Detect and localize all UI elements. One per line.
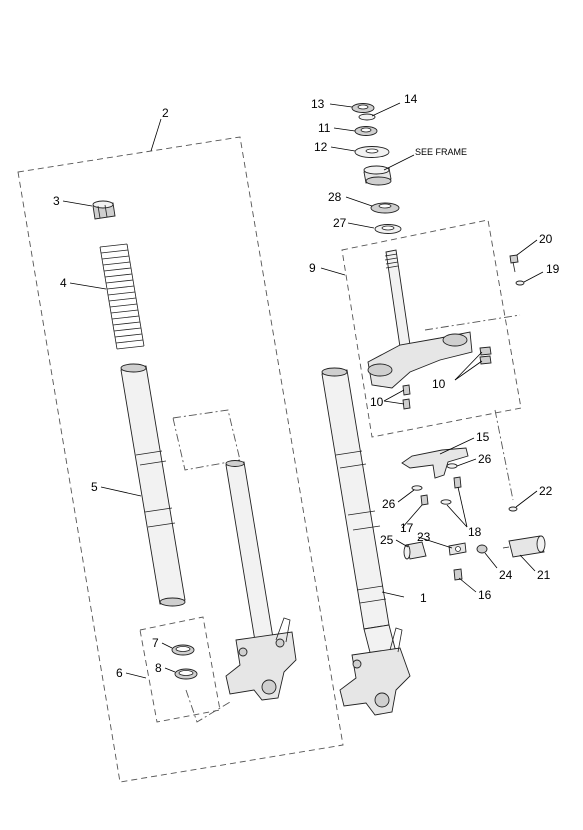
callout-25: 25	[380, 533, 394, 547]
callout-14: 14	[404, 92, 418, 106]
bolt-part-18a	[453, 476, 462, 489]
callout-1: 1	[420, 591, 427, 605]
callout-23: 23	[417, 530, 431, 544]
washer-part-26b	[411, 485, 423, 491]
leader-lines	[62, 102, 544, 679]
callout-26a: 26	[478, 452, 492, 466]
lower-seal-part	[374, 224, 402, 234]
yoke-extension-line-2	[494, 409, 514, 501]
damper-part-21	[502, 535, 546, 558]
callout-18: 18	[468, 525, 482, 539]
callout-2: 2	[162, 106, 169, 120]
callout-10a: 10	[432, 377, 446, 391]
lower-bearing-part	[370, 202, 400, 214]
inner-dashdot-boundary	[172, 409, 241, 471]
callout-15: 15	[476, 430, 490, 444]
yoke-assembly-boundary	[341, 219, 522, 438]
callout-24: 24	[499, 568, 513, 582]
see-frame-note: SEE FRAME	[415, 147, 467, 157]
callout-12: 12	[314, 140, 328, 154]
bolt-part-17	[420, 494, 429, 506]
seal-link-line	[185, 689, 231, 723]
seal-kit-boundary	[139, 616, 221, 723]
washer-part-19	[515, 280, 525, 286]
callout-3: 3	[53, 194, 60, 208]
callout-9: 9	[309, 261, 316, 275]
callout-13: 13	[311, 97, 325, 111]
nut-part-24	[476, 544, 488, 554]
dust-cover-part	[354, 146, 390, 158]
callout-7: 7	[152, 636, 159, 650]
washer-part-22	[508, 506, 518, 512]
fitting-part-23	[448, 542, 467, 556]
washer-part-26a	[446, 463, 458, 469]
bracket-part	[401, 447, 469, 479]
bolt-part-16	[453, 568, 463, 581]
locknut-part	[351, 103, 375, 113]
fork-leg-assembly-part	[321, 367, 411, 716]
callout-21: 21	[537, 568, 551, 582]
inner-tube-part	[225, 460, 297, 701]
fork-spring-part	[99, 243, 145, 350]
outer-tube-part	[120, 363, 186, 607]
callout-26b: 26	[382, 497, 396, 511]
tab-washer-part	[358, 113, 376, 121]
yoke-clamp-bolt-part	[402, 346, 492, 410]
callout-5: 5	[91, 480, 98, 494]
upper-bearing-part	[363, 165, 392, 186]
fork-assembly-boundary	[17, 136, 344, 783]
callout-28: 28	[328, 190, 342, 204]
callout-19: 19	[546, 262, 560, 276]
callout-22: 22	[539, 484, 553, 498]
sensor-part-25	[403, 541, 427, 560]
callout-10b: 10	[370, 395, 384, 409]
callout-4: 4	[60, 276, 67, 290]
callout-8: 8	[155, 661, 162, 675]
callout-6: 6	[116, 666, 123, 680]
callout-27: 27	[333, 216, 347, 230]
lower-yoke-part	[367, 249, 473, 389]
callout-17: 17	[400, 521, 414, 535]
washer-part-18b	[440, 499, 452, 505]
callout-16: 16	[478, 588, 492, 602]
oil-seal-part	[174, 668, 198, 680]
dust-seal-part	[171, 644, 195, 656]
yoke-extension-line	[424, 314, 521, 331]
adjuster-nut-part	[354, 126, 378, 136]
top-cap-part	[92, 200, 116, 220]
callout-20: 20	[539, 232, 553, 246]
bolt-part-20	[509, 254, 519, 273]
callout-11: 11	[318, 121, 331, 135]
